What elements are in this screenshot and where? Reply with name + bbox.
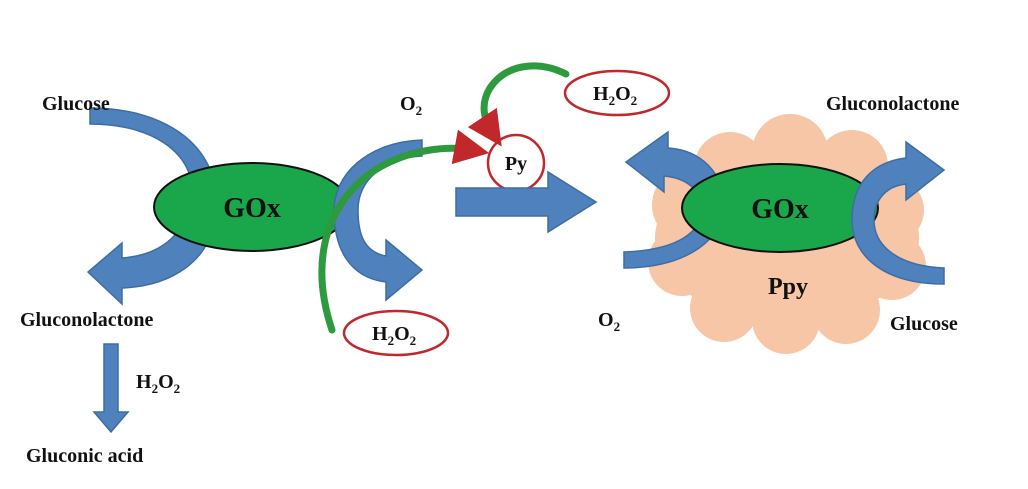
right-peroxide-oval <box>563 69 671 117</box>
right-glucose-arrow <box>851 140 946 285</box>
hydrolysis-step: H2O2 Gluconic acid <box>26 343 180 467</box>
py-label: Py <box>505 153 527 175</box>
hydrolysis-down-arrow <box>92 343 130 434</box>
right-reaction: GOx Ppy Gluconolactone Glucose O2 <box>598 93 959 354</box>
left-gluconolactone-label: Gluconolactone <box>20 309 153 331</box>
middle-section: H2O2 Py H2O2 <box>318 62 671 357</box>
hydrolysis-peroxide-label: H2O2 <box>136 371 180 396</box>
gluconic-acid-label: Gluconic acid <box>26 445 143 467</box>
glucose-to-gluconolactone-arrow <box>86 107 218 306</box>
left-peroxide-label: H2O2 <box>372 323 416 348</box>
oxygen-to-peroxide-arrow <box>333 139 424 302</box>
left-reaction: GOx Glucose Gluconolactone O2 <box>20 93 424 331</box>
left-glucose-label: Glucose <box>42 93 110 115</box>
right-gox-enzyme <box>681 163 879 253</box>
left-gox-label: GOx <box>223 193 281 224</box>
right-oxygen-label: O2 <box>598 309 620 334</box>
right-gluconolactone-label: Gluconolactone <box>826 93 959 115</box>
left-peroxide-oval <box>342 309 450 357</box>
top-peroxide-to-py-arrow <box>467 62 570 147</box>
right-peroxide-label: H2O2 <box>593 83 637 108</box>
ppy-label: Ppy <box>768 274 808 300</box>
peroxide-to-py-arrow <box>318 129 490 334</box>
right-glucose-label: Glucose <box>890 313 958 335</box>
right-gox-label: GOx <box>751 194 809 225</box>
left-oxygen-label: O2 <box>400 93 422 118</box>
transformation-block-arrow <box>455 170 598 234</box>
